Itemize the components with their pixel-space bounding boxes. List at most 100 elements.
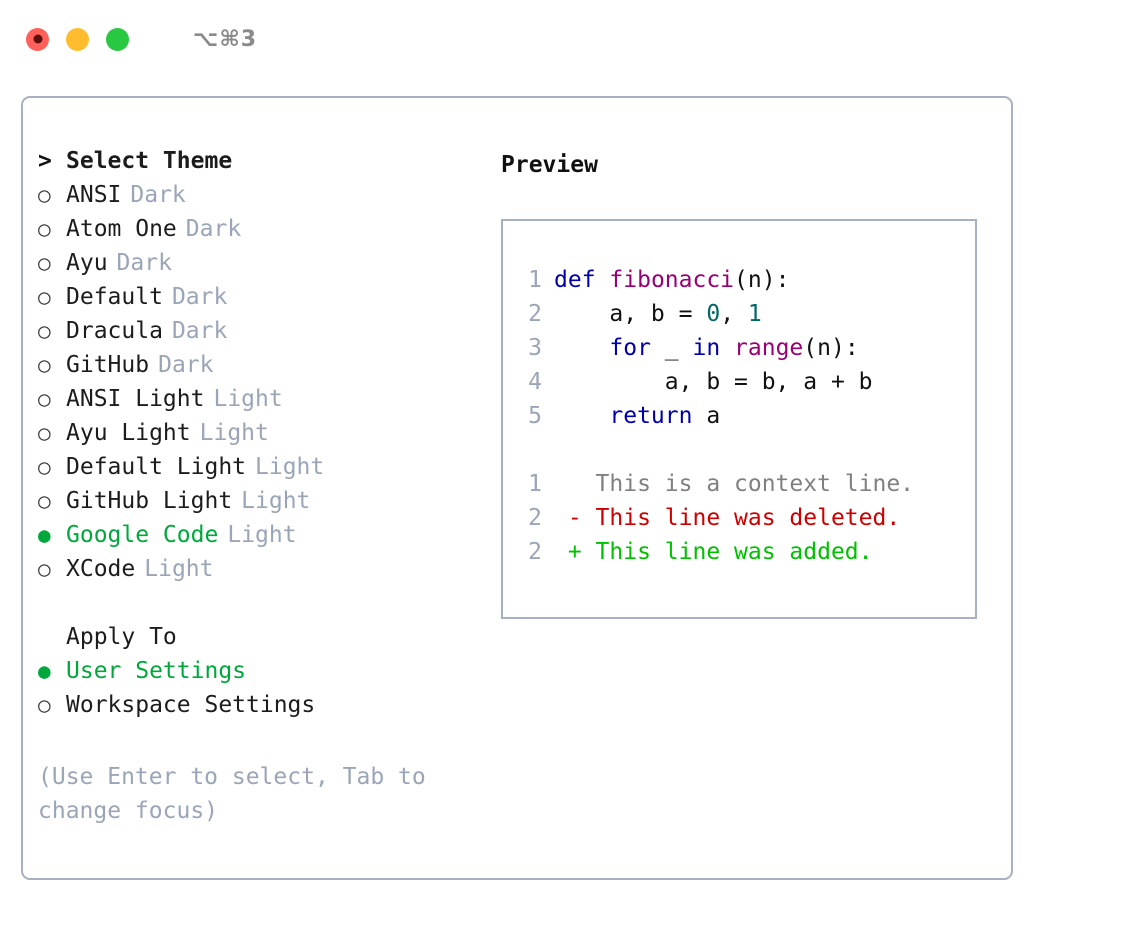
apply-to-option[interactable]: ○ Workspace Settings bbox=[38, 692, 498, 726]
preview-column: Preview 1 def fibonacci(n): 2 a, b = 0, 1 3… bbox=[501, 148, 991, 619]
code-token: 1 bbox=[747, 301, 762, 327]
theme-option-label: GitHub bbox=[66, 352, 150, 378]
theme-option[interactable]: ○ ANSI Light Light bbox=[38, 386, 498, 420]
code-line: 1 def fibonacci(n): bbox=[516, 267, 969, 301]
theme-option-tag: Dark bbox=[185, 216, 242, 242]
select-theme-title: Select Theme bbox=[66, 148, 233, 174]
code-token: in bbox=[692, 335, 721, 361]
line-number: 2 bbox=[528, 301, 542, 327]
diff-line: 2 + This line was added. bbox=[516, 539, 969, 573]
code-token: range bbox=[734, 335, 804, 361]
theme-option-tag: Dark bbox=[130, 182, 186, 208]
theme-option-tag: Light bbox=[213, 386, 283, 412]
diff-line: 1 This is a context line. bbox=[516, 471, 969, 505]
code-token: for bbox=[609, 335, 651, 361]
preview-box: 1 def fibonacci(n): 2 a, b = 0, 1 3 for _ i… bbox=[501, 219, 977, 619]
spacer-2 bbox=[38, 726, 498, 760]
code-token: (n): bbox=[803, 335, 859, 361]
apply-to-option-label: User Settings bbox=[66, 658, 247, 684]
caret-icon: > bbox=[38, 148, 52, 174]
theme-option-label: ANSI Light bbox=[66, 386, 205, 412]
code-token bbox=[720, 335, 734, 361]
line-number: 2 bbox=[528, 539, 542, 565]
code-token: , bbox=[720, 301, 748, 327]
theme-option-tag: Light bbox=[255, 454, 325, 480]
diff-line-text: This is a context line. bbox=[554, 471, 915, 497]
radio-selected-icon: ● bbox=[38, 523, 51, 547]
theme-option-label: XCode bbox=[66, 556, 136, 582]
theme-option[interactable]: ○ Ayu Dark bbox=[38, 250, 498, 284]
theme-option[interactable]: ○ GitHub Light Light bbox=[38, 488, 498, 522]
theme-option[interactable]: ○ GitHub Dark bbox=[38, 352, 498, 386]
code-token: (n): bbox=[734, 267, 790, 293]
code-token bbox=[554, 403, 609, 429]
code-token: a, b = bbox=[554, 301, 707, 327]
diff-spacer bbox=[516, 437, 969, 471]
radio-unselected-icon: ○ bbox=[38, 421, 51, 445]
radio-unselected-icon: ○ bbox=[38, 557, 51, 581]
code-line-text: a, b = b, a + b bbox=[554, 369, 873, 395]
theme-option-tag: Dark bbox=[171, 284, 228, 310]
theme-option[interactable]: ○ XCode Light bbox=[38, 556, 498, 590]
code-preview: 1 def fibonacci(n): 2 a, b = 0, 1 3 for _ i… bbox=[516, 267, 969, 573]
theme-option-label: Ayu bbox=[66, 250, 108, 276]
theme-option-label: GitHub Light bbox=[66, 488, 233, 514]
theme-option-label: Ayu Light bbox=[66, 420, 191, 446]
theme-option[interactable]: ○ Default Light Light bbox=[38, 454, 498, 488]
code-token bbox=[596, 267, 610, 293]
diff-line-text: + This line was added. bbox=[554, 539, 873, 565]
maximize-button[interactable] bbox=[106, 27, 129, 51]
radio-unselected-icon: ○ bbox=[38, 455, 51, 479]
code-line: 3 for _ in range(n): bbox=[516, 335, 969, 369]
theme-option-tag: Dark bbox=[116, 250, 172, 276]
radio-unselected-icon: ○ bbox=[38, 319, 51, 343]
close-button[interactable] bbox=[26, 27, 49, 51]
line-number: 2 bbox=[528, 505, 542, 531]
radio-unselected-icon: ○ bbox=[38, 693, 51, 717]
radio-unselected-icon: ○ bbox=[38, 285, 51, 309]
apply-to-title: Apply To bbox=[66, 624, 177, 650]
theme-option-tag: Light bbox=[199, 420, 269, 446]
theme-option-label: ANSI bbox=[66, 182, 122, 208]
code-line-text: a, b = 0, 1 bbox=[554, 301, 762, 327]
minimize-button[interactable] bbox=[66, 27, 89, 51]
code-token: a, b = b, a + b bbox=[554, 369, 873, 395]
traffic-light-group bbox=[26, 27, 129, 51]
diff-line: 2 - This line was deleted. bbox=[516, 505, 969, 539]
preview-title: Preview bbox=[501, 152, 598, 178]
code-token bbox=[554, 335, 609, 361]
apply-to-option-label: Workspace Settings bbox=[66, 692, 316, 718]
theme-option[interactable]: ○ Ayu Light Light bbox=[38, 420, 498, 454]
keyboard-hint: (Use Enter to select, Tab to change focu… bbox=[38, 764, 440, 824]
line-number: 5 bbox=[528, 403, 542, 429]
theme-option[interactable]: ● Google Code Light bbox=[38, 522, 498, 556]
theme-option-tag: Light bbox=[241, 488, 311, 514]
theme-option-label: Atom One bbox=[66, 216, 177, 242]
radio-unselected-icon: ○ bbox=[38, 489, 51, 513]
theme-option-tag: Light bbox=[227, 522, 297, 548]
title-bar: ⌥⌘3 bbox=[0, 0, 1140, 78]
code-token: _ bbox=[650, 335, 693, 361]
code-line-text: def fibonacci(n): bbox=[554, 267, 789, 293]
theme-option-tag: Light bbox=[144, 556, 214, 582]
apply-to-option[interactable]: ● User Settings bbox=[38, 658, 498, 692]
radio-unselected-icon: ○ bbox=[38, 251, 51, 275]
theme-option-tag: Dark bbox=[158, 352, 214, 378]
code-line-text: for _ in range(n): bbox=[554, 335, 859, 361]
radio-selected-icon: ● bbox=[38, 659, 51, 683]
code-token: def bbox=[554, 267, 596, 293]
line-number: 1 bbox=[528, 267, 542, 293]
theme-option-label: Dracula bbox=[66, 318, 163, 344]
theme-option-label: Google Code bbox=[66, 522, 219, 548]
radio-unselected-icon: ○ bbox=[38, 387, 51, 411]
radio-unselected-icon: ○ bbox=[38, 353, 51, 377]
theme-option-label: Default Light bbox=[66, 454, 247, 480]
